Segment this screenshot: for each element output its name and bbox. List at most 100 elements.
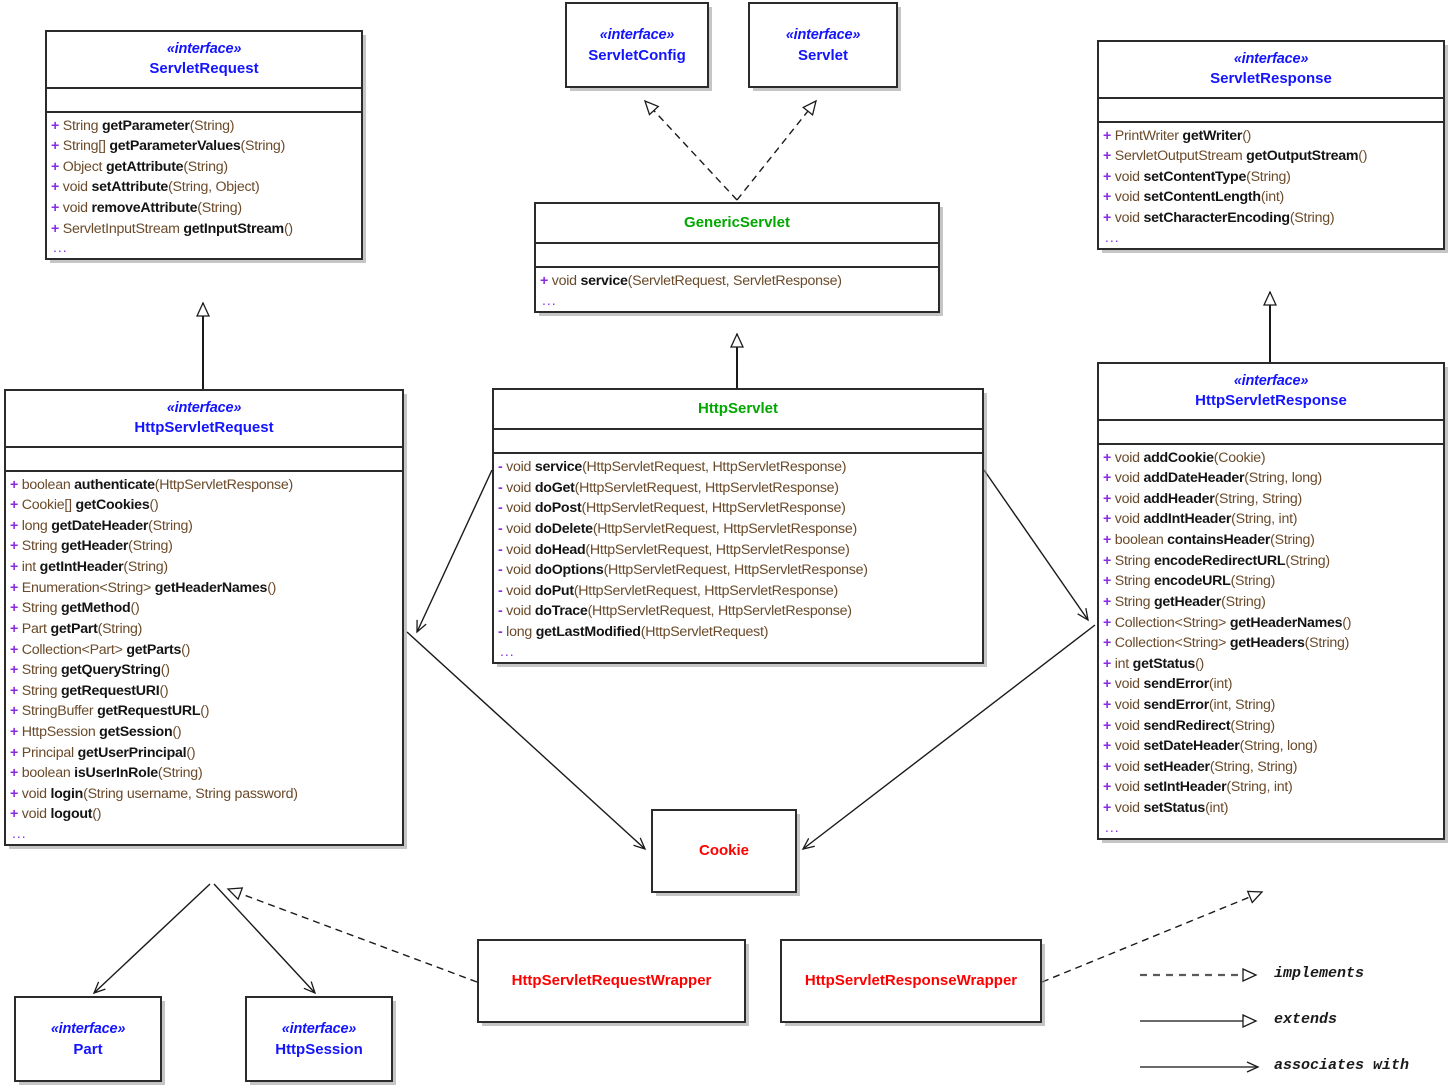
operations-compartment: + void addCookie(Cookie)+ void addDateHe… [1099, 442, 1443, 838]
return-type: void [62, 179, 92, 196]
class-box-cookie[interactable]: Cookie [651, 809, 797, 893]
class-box-servlet-response[interactable]: «interface» ServletResponse + PrintWrite… [1097, 40, 1445, 250]
operation-args: (HttpServletResponse) [154, 476, 294, 493]
visibility-marker: + [10, 620, 22, 637]
edge-httpservlet-associates-httpservletresponse [983, 469, 1089, 622]
visibility-marker: + [1103, 717, 1115, 734]
operation-args: (int) [1209, 676, 1233, 693]
operation-args: (HttpServletRequest, HttpServletResponse… [585, 541, 850, 558]
operation-row: + String encodeURL(String) [1103, 571, 1441, 592]
class-box-servlet[interactable]: «interface» Servlet [748, 2, 898, 88]
class-box-part[interactable]: «interface» Part [14, 996, 162, 1082]
operation-name: getRequestURL [97, 703, 201, 720]
operation-args: () [283, 220, 293, 237]
operations-ellipsis: ... [1105, 818, 1120, 835]
operation-args: (String) [183, 158, 228, 175]
visibility-marker: + [10, 538, 22, 555]
visibility-marker: + [10, 641, 22, 658]
operation-args: (String) [157, 765, 203, 782]
operation-name: login [50, 785, 84, 802]
operation-name: getPart [50, 620, 98, 637]
stereotype-label: «interface» [281, 1021, 357, 1038]
class-name: HttpServletResponse [1195, 392, 1347, 410]
stereotype-label: «interface» [1233, 373, 1309, 389]
return-type: Collection<String> [1114, 614, 1230, 631]
class-box-http-servlet-request-wrapper[interactable]: HttpServletRequestWrapper [477, 939, 746, 1023]
class-box-servlet-config[interactable]: «interface» ServletConfig [565, 2, 709, 88]
operations-compartment: + PrintWriter getWriter()+ ServletOutput… [1099, 120, 1443, 248]
class-box-http-servlet-response-wrapper[interactable]: HttpServletResponseWrapper [780, 939, 1042, 1023]
visibility-marker: + [51, 117, 63, 134]
class-header: HttpServletResponseWrapper [805, 971, 1017, 990]
visibility-marker: - [498, 521, 507, 538]
attributes-compartment [6, 445, 402, 470]
operation-row: + void login(String username, String pas… [10, 784, 400, 805]
return-type: void [1114, 800, 1144, 817]
visibility-marker: + [1103, 779, 1115, 796]
class-name: Part [73, 1040, 103, 1058]
operation-row: - void doGet(HttpServletRequest, HttpSer… [498, 478, 980, 499]
return-type: String [21, 538, 61, 555]
operation-row: + ServletOutputStream getOutputStream() [1103, 146, 1441, 167]
operation-row: + Principal getUserPrincipal() [10, 743, 400, 764]
operation-args: (int) [1260, 189, 1285, 206]
return-type: void [62, 200, 92, 217]
operation-args: () [149, 497, 159, 514]
operation-args: () [130, 600, 140, 617]
operation-row: + void setIntHeader(String, int) [1103, 777, 1441, 798]
operation-args: (String) [1289, 210, 1335, 227]
operation-args: (HttpServletRequest, HttpServletResponse… [603, 562, 868, 579]
operation-row: + void sendError(int, String) [1103, 695, 1441, 716]
return-type: ServletInputStream [62, 220, 184, 237]
visibility-marker: + [10, 682, 22, 699]
operation-name: doPut [534, 582, 574, 599]
operation-name: setCharacterEncoding [1143, 210, 1290, 227]
visibility-marker: + [10, 744, 22, 761]
legend: implements extends associates with [1122, 955, 1442, 1080]
class-header: «interface» ServletRequest [47, 32, 361, 87]
class-header: HttpServlet [494, 390, 982, 428]
class-box-generic-servlet[interactable]: GenericServlet + void service(ServletReq… [534, 202, 940, 313]
return-type: void [1114, 758, 1144, 775]
return-type: String [62, 117, 102, 134]
operation-name: getSession [99, 723, 173, 740]
class-name: ServletRequest [149, 60, 259, 78]
operation-row: + Enumeration<String> getHeaderNames() [10, 578, 400, 599]
visibility-marker: + [540, 273, 552, 290]
class-box-http-servlet[interactable]: HttpServlet - void service(HttpServletRe… [492, 388, 984, 664]
return-type: boolean [21, 765, 75, 782]
operation-name: doGet [534, 479, 575, 496]
operation-name: setDateHeader [1143, 738, 1240, 755]
operation-args: (String) [1230, 573, 1276, 590]
class-box-http-servlet-request[interactable]: «interface» HttpServletRequest + boolean… [4, 389, 404, 847]
class-box-http-session[interactable]: «interface» HttpSession [245, 996, 393, 1082]
stereotype-label: «interface» [50, 1021, 126, 1038]
operation-args: (String, String) [1209, 758, 1298, 775]
visibility-marker: + [1103, 168, 1115, 185]
operation-args: (String) [1246, 168, 1291, 185]
operation-row: + void addDateHeader(String, long) [1103, 468, 1441, 489]
operation-row: - void doPut(HttpServletRequest, HttpSer… [498, 581, 980, 602]
operation-row: + void addHeader(String, String) [1103, 489, 1441, 510]
visibility-marker: + [10, 703, 22, 720]
class-box-http-servlet-response[interactable]: «interface» HttpServletResponse + void a… [1097, 362, 1445, 840]
operation-row: - void service(HttpServletRequest, HttpS… [498, 457, 980, 478]
return-type: Enumeration<String> [21, 579, 155, 596]
operation-name: setAttribute [91, 179, 169, 196]
operation-row: + ServletInputStream getInputStream() [51, 219, 359, 240]
operation-row: + Collection<String> getHeaders(String) [1103, 633, 1441, 654]
operation-row: + void service(ServletRequest, ServletRe… [540, 271, 936, 292]
class-box-servlet-request[interactable]: «interface» ServletRequest + String getP… [45, 30, 363, 261]
visibility-marker: + [10, 806, 22, 823]
edge-httpservletrequest-associates-part [92, 883, 211, 995]
visibility-marker: + [1103, 738, 1115, 755]
class-header: «interface» Part [50, 1019, 126, 1059]
return-type: Cookie[] [21, 497, 76, 514]
operation-row: - long getLastModified(HttpServletReques… [498, 622, 980, 643]
return-type: String [1114, 552, 1154, 569]
operation-args: (HttpServletRequest) [640, 624, 769, 641]
operation-name: getOutputStream [1246, 148, 1359, 165]
operation-row: - void doHead(HttpServletRequest, HttpSe… [498, 540, 980, 561]
attributes-compartment [1099, 96, 1443, 121]
operation-name: sendError [1143, 676, 1210, 693]
